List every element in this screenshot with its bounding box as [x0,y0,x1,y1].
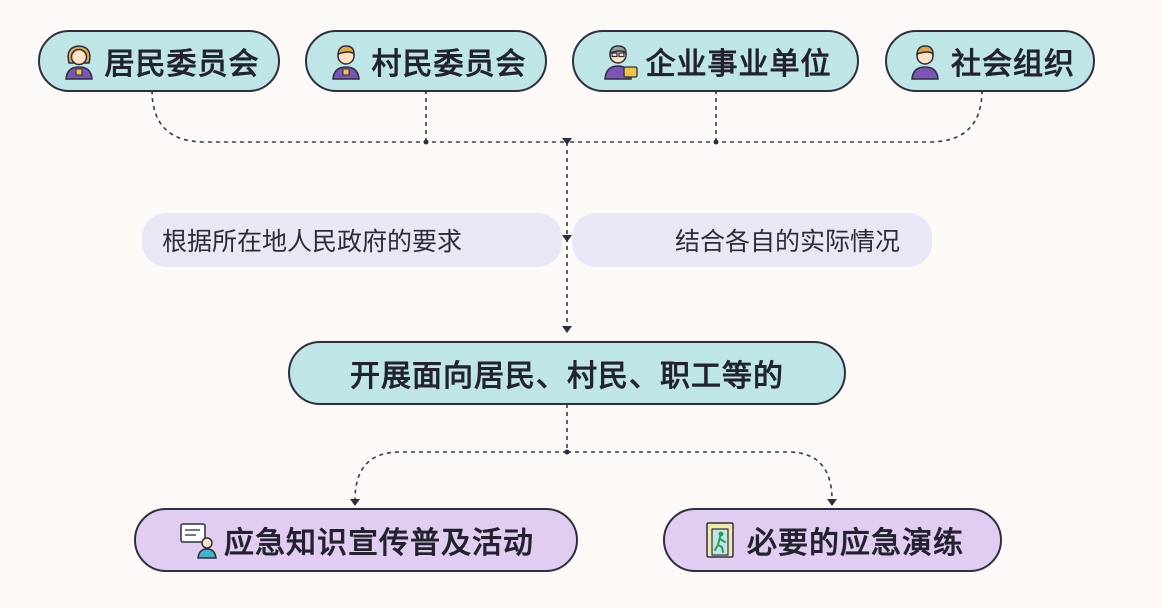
arrow-into-center [562,326,572,333]
outcome-label: 必要的应急演练 [747,526,964,561]
source-pill-social-organizations: 社会组织 [885,30,1095,92]
condition-text-right: 结合各自的实际情况 [674,227,900,256]
arrow-into-outcome-1 [350,499,360,506]
connector-outcome-1 [354,451,567,501]
condition-note-left: 根据所在地人民政府的要求 [142,213,562,267]
condition-note-right: 结合各自的实际情况 [572,213,932,267]
connector-source-4 [567,89,983,143]
outcome-pill-knowledge-campaign: 应急知识宣传普及活动 [134,508,578,572]
condition-text-left: 根据所在地人民政府的要求 [162,227,463,256]
source-pill-residents-committee: 居民委员会 [38,30,280,92]
source-label: 居民委员会 [104,47,260,82]
source-label: 村民委员会 [371,47,527,82]
outcome-pill-emergency-drill: 必要的应急演练 [663,508,1002,572]
emergency-exit-icon [701,520,741,560]
center-label: 开展面向居民、村民、职工等的 [350,359,784,394]
connector-source-1 [151,89,567,143]
arrow-mid [562,235,572,242]
man-avatar-icon [326,41,366,81]
source-pill-enterprises-institutions: 企业事业单位 [572,30,859,92]
businessman-avatar-icon [600,41,640,81]
arrow-top-junction [562,138,572,145]
woman-avatar-icon [59,41,99,81]
arrow-into-outcome-2 [827,499,837,506]
outcome-label: 应急知识宣传普及活动 [224,526,534,561]
source-pill-villagers-committee: 村民委员会 [305,30,547,92]
center-pill: 开展面向居民、村民、职工等的 [288,341,846,405]
person-avatar-icon [905,41,945,81]
source-label: 社会组织 [951,47,1075,82]
connector-outcome-2 [567,451,833,501]
presentation-person-icon [178,520,218,560]
source-label: 企业事业单位 [645,47,832,82]
